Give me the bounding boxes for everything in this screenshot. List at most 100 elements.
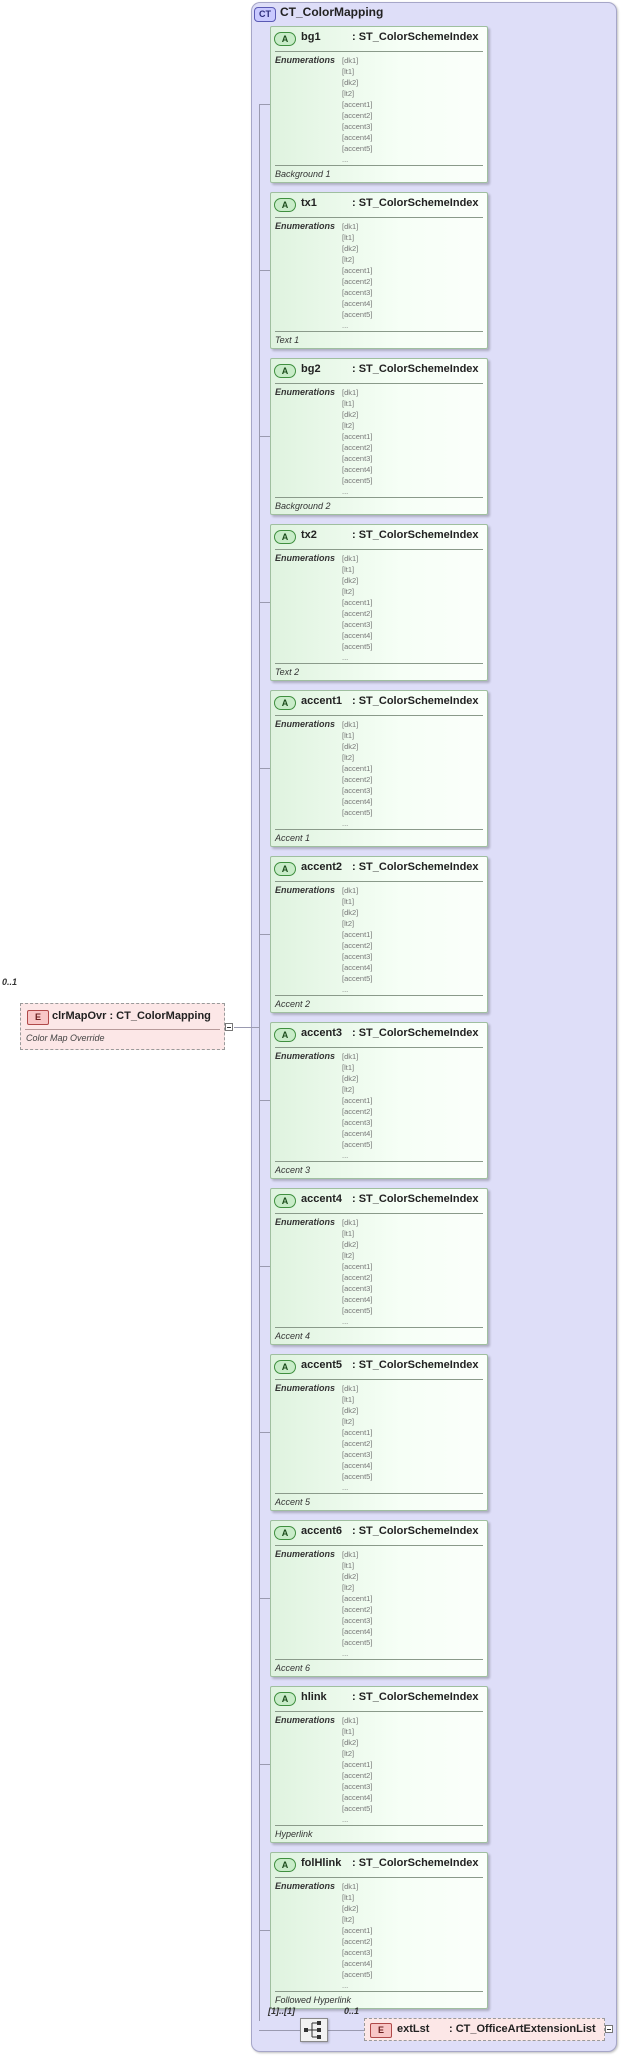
enumeration-value: [dk2] (342, 1074, 359, 1083)
attribute-separator (275, 1161, 483, 1162)
element-badge: E (27, 1010, 49, 1025)
enumeration-value: [accent1] (342, 432, 373, 441)
clrmapovr-element[interactable]: E clrMapOvr : CT_ColorMapping Color Map … (20, 1003, 225, 1050)
enumeration-value: [lt2] (342, 753, 355, 762)
enumeration-value: [accent1] (342, 764, 373, 773)
enumerations-label: Enumerations (275, 1881, 336, 1891)
enumeration-value: [accent1] (342, 1428, 373, 1437)
enumeration-value: [accent2] (342, 941, 373, 950)
enumeration-list: [dk1][lt1][dk2][lt2][accent1][accent2][a… (342, 1549, 372, 1659)
attribute-separator (275, 1379, 483, 1380)
enumeration-value: [dk2] (342, 410, 359, 419)
attribute-type: : ST_ColorSchemeIndex (352, 197, 479, 209)
attribute-name: accent3 (301, 1027, 342, 1039)
attribute-documentation: Followed Hyperlink (275, 1995, 352, 2005)
attribute-connector (259, 1266, 270, 1267)
enumeration-value: [accent5] (342, 1472, 373, 1481)
enumeration-value: [lt2] (342, 1251, 355, 1260)
attribute-badge: A (274, 198, 296, 212)
enumeration-value: [accent2] (342, 1605, 373, 1614)
enumeration-list: [dk1][lt1][dk2][lt2][accent1][accent2][a… (342, 1715, 372, 1825)
enumeration-list: [dk1][lt1][dk2][lt2][accent1][accent2][a… (342, 1881, 372, 1991)
enumeration-value: [lt2] (342, 1583, 355, 1592)
enumeration-value: [accent2] (342, 1771, 373, 1780)
attribute-badge: A (274, 1526, 296, 1540)
enumeration-value: [accent3] (342, 1616, 373, 1625)
enumerations-label: Enumerations (275, 221, 336, 231)
attribute-separator (275, 1327, 483, 1328)
enumeration-value: [lt2] (342, 587, 355, 596)
attribute-type: : ST_ColorSchemeIndex (352, 1525, 479, 1537)
attribute-documentation: Background 2 (275, 501, 331, 511)
enumeration-value: ... (342, 321, 349, 330)
attribute-type: : ST_ColorSchemeIndex (352, 1691, 479, 1703)
enumeration-value: [accent2] (342, 1937, 373, 1946)
enumeration-value: [lt1] (342, 67, 355, 76)
attribute-separator (275, 995, 483, 996)
enumeration-value: [accent3] (342, 952, 373, 961)
enumeration-value: [accent4] (342, 963, 373, 972)
enumeration-value: [dk1] (342, 1550, 359, 1559)
enumeration-value: [accent5] (342, 974, 373, 983)
enumeration-value: ... (342, 1815, 349, 1824)
enumerations-label: Enumerations (275, 1217, 336, 1227)
enumeration-value: [dk1] (342, 388, 359, 397)
expand-icon[interactable] (605, 2025, 613, 2033)
enumerations-label: Enumerations (275, 553, 336, 563)
enumeration-value: [accent5] (342, 476, 373, 485)
enumerations-label: Enumerations (275, 719, 336, 729)
enumeration-value: [accent1] (342, 100, 373, 109)
enumeration-value: [accent5] (342, 1638, 373, 1647)
attribute-badge: A (274, 364, 296, 378)
enumeration-value: [dk2] (342, 1904, 359, 1913)
attribute-badge: A (274, 1360, 296, 1374)
enumerations-label: Enumerations (275, 1549, 336, 1559)
extlst-element[interactable]: E extLst : CT_OfficeArtExtensionList (364, 2018, 605, 2041)
attribute-badge: A (274, 1194, 296, 1208)
sequence-occurrence: [1]..[1] (268, 2006, 295, 2016)
attribute-badge: A (274, 1858, 296, 1872)
enumeration-value: [accent2] (342, 775, 373, 784)
element-documentation: Color Map Override (26, 1033, 105, 1043)
enumeration-value: [dk2] (342, 742, 359, 751)
enumeration-value: [lt1] (342, 1561, 355, 1570)
attribute-connector (259, 1930, 270, 1931)
attribute-name: bg2 (301, 363, 321, 375)
enumeration-value: [accent2] (342, 111, 373, 120)
attribute-separator (275, 383, 483, 384)
attribute-name: bg1 (301, 31, 321, 43)
collapse-icon[interactable] (225, 1023, 233, 1031)
enumeration-value: ... (342, 985, 349, 994)
attribute-badge: A (274, 1028, 296, 1042)
complex-type-title: CT_ColorMapping (280, 5, 384, 19)
enumeration-value: [accent3] (342, 122, 373, 131)
attribute-separator (275, 1825, 483, 1826)
attribute-documentation: Text 2 (275, 667, 300, 677)
enumerations-label: Enumerations (275, 1383, 336, 1393)
enumeration-value: ... (342, 1483, 349, 1492)
attribute-connector-trunk (259, 104, 260, 2021)
attribute-separator (275, 165, 483, 166)
enumeration-value: [accent4] (342, 1295, 373, 1304)
enumeration-value: [dk1] (342, 222, 359, 231)
element-name: extLst (397, 2023, 430, 2035)
enumeration-value: ... (342, 487, 349, 496)
enumeration-value: [dk2] (342, 78, 359, 87)
enumeration-list: [dk1][lt1][dk2][lt2][accent1][accent2][a… (342, 719, 372, 829)
enumeration-value: [accent5] (342, 144, 373, 153)
attribute-separator (275, 881, 483, 882)
enumeration-value: [accent3] (342, 620, 373, 629)
sequence-compositor[interactable] (300, 2018, 328, 2042)
